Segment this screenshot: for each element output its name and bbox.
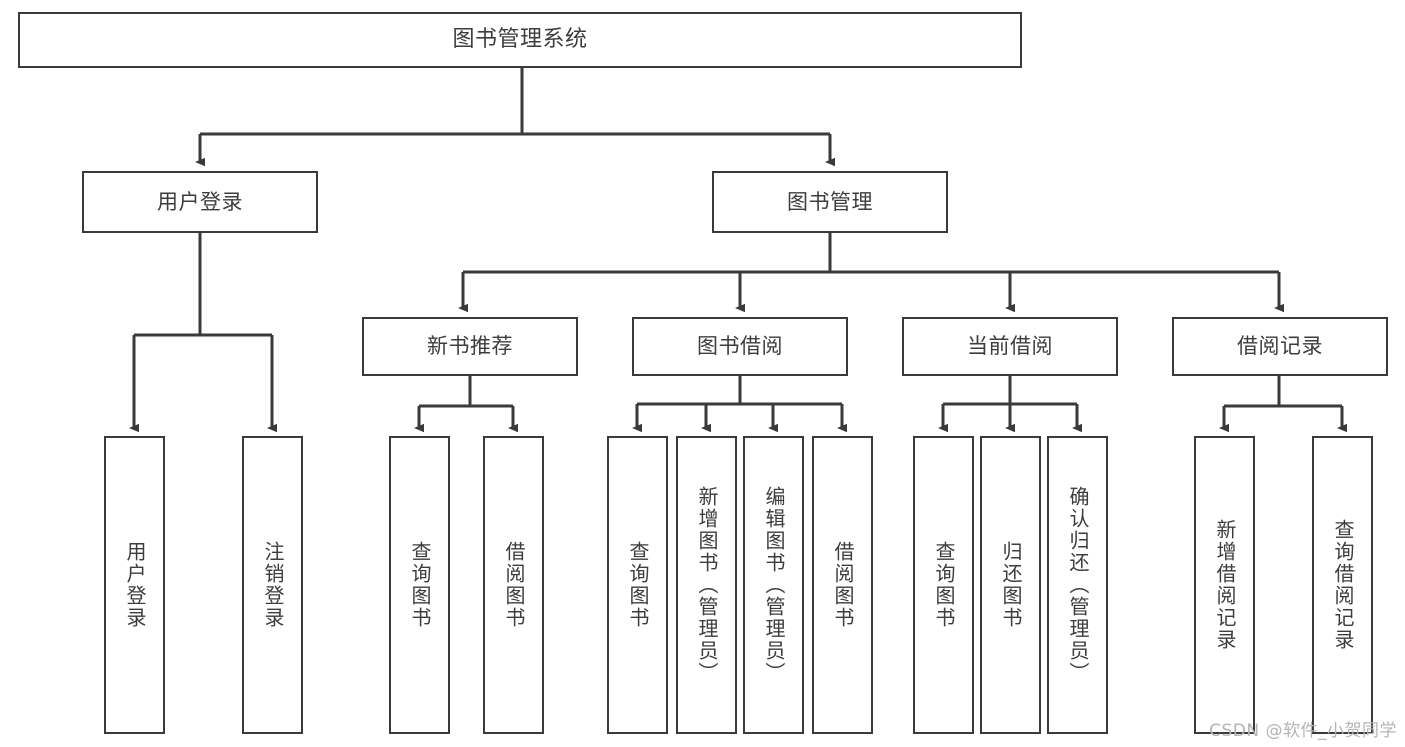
node-leaf-confirm-return[interactable]: 确认归还（管理员） <box>1047 436 1108 734</box>
node-leaf-return-book[interactable]: 归还图书 <box>980 436 1041 734</box>
node-user-login[interactable]: 用户登录 <box>82 171 318 233</box>
node-label: 归还图书 <box>999 541 1023 629</box>
node-label: 借阅图书 <box>831 541 855 629</box>
node-leaf-add-book[interactable]: 新增图书（管理员） <box>676 436 737 734</box>
node-leaf-logout[interactable]: 注销登录 <box>242 436 303 734</box>
node-label: 编辑图书（管理员） <box>762 486 786 684</box>
node-current-borrow[interactable]: 当前借阅 <box>902 317 1118 376</box>
node-label: 新书推荐 <box>427 334 513 359</box>
node-root-book-management-system[interactable]: 图书管理系统 <box>18 12 1022 68</box>
node-new-book-recommend[interactable]: 新书推荐 <box>362 317 578 376</box>
node-leaf-borrow-book[interactable]: 借阅图书 <box>812 436 873 734</box>
node-book-borrow[interactable]: 图书借阅 <box>632 317 848 376</box>
watermark-text: CSDN @软件_小贺同学 <box>1209 721 1397 741</box>
node-label: 图书借阅 <box>697 334 783 359</box>
node-leaf-query-borrow-record[interactable]: 查询借阅记录 <box>1312 436 1373 734</box>
node-leaf-query-book-new[interactable]: 查询图书 <box>389 436 450 734</box>
node-label: 查询借阅记录 <box>1331 519 1355 651</box>
node-label: 借阅图书 <box>502 541 526 629</box>
node-borrow-record[interactable]: 借阅记录 <box>1172 317 1388 376</box>
node-label: 新增图书（管理员） <box>695 486 719 684</box>
node-label: 图书管理 <box>787 189 873 214</box>
node-leaf-add-borrow-record[interactable]: 新增借阅记录 <box>1194 436 1255 734</box>
node-leaf-user-login[interactable]: 用户登录 <box>104 436 165 734</box>
node-label: 用户登录 <box>123 541 147 629</box>
node-label: 注销登录 <box>261 541 285 629</box>
node-label: 当前借阅 <box>967 334 1053 359</box>
node-label: 查询图书 <box>408 541 432 629</box>
node-label: 新增借阅记录 <box>1213 519 1237 651</box>
node-label: 图书管理系统 <box>452 27 588 53</box>
node-label: 查询图书 <box>626 541 650 629</box>
node-label: 借阅记录 <box>1237 334 1323 359</box>
node-leaf-edit-book[interactable]: 编辑图书（管理员） <box>743 436 804 734</box>
node-label: 确认归还（管理员） <box>1066 486 1090 684</box>
node-label: 用户登录 <box>157 189 243 214</box>
node-leaf-borrow-book-new[interactable]: 借阅图书 <box>483 436 544 734</box>
node-leaf-query-book-current[interactable]: 查询图书 <box>913 436 974 734</box>
node-book-manage[interactable]: 图书管理 <box>712 171 948 233</box>
node-leaf-query-book-borrow[interactable]: 查询图书 <box>607 436 668 734</box>
node-label: 查询图书 <box>932 541 956 629</box>
